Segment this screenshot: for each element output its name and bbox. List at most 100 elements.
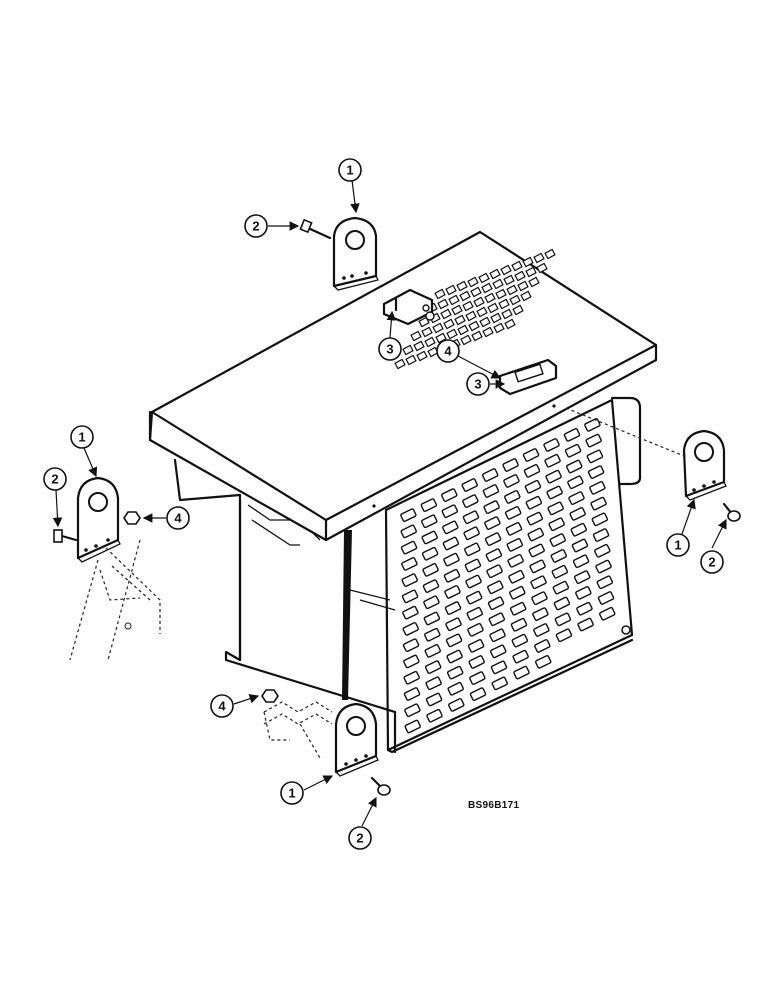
cover-vent-slot	[434, 288, 446, 300]
grille-slot	[401, 557, 418, 571]
grille-slot	[543, 438, 560, 452]
hinge-bracket-right	[682, 429, 727, 501]
callout-2-top: 2	[244, 214, 268, 238]
grille-slot	[489, 628, 506, 643]
grille-slot	[510, 617, 528, 632]
svg-text:2: 2	[252, 219, 259, 234]
grille-slot	[596, 575, 614, 590]
svg-text:4: 4	[444, 344, 452, 359]
cover-vent-slot	[478, 272, 490, 284]
cover-vent-slot	[473, 296, 485, 308]
grille-slot	[531, 591, 548, 606]
callout-2-right: 2	[700, 550, 724, 574]
grille-slot	[533, 623, 550, 637]
grille-slot	[441, 488, 458, 502]
cover-vent-slot	[533, 252, 545, 264]
cover-vent-slot	[525, 266, 537, 278]
grille-slot	[534, 639, 551, 653]
grille-slot	[465, 590, 483, 605]
grille-slot	[469, 671, 486, 685]
grille-slot	[563, 428, 581, 442]
svg-text:3: 3	[386, 342, 393, 357]
cover-vent-slot	[445, 284, 457, 296]
grille-slot	[526, 511, 544, 526]
cover-vent-slot	[522, 256, 534, 268]
grille-slot	[589, 480, 606, 495]
grille-slot	[443, 552, 460, 567]
grille-slot	[567, 475, 584, 490]
grille-slot	[444, 585, 461, 599]
grille-slot	[592, 528, 610, 542]
nut-left	[123, 511, 141, 525]
grille-slot	[587, 465, 605, 479]
grille-slot	[528, 543, 545, 558]
svg-text:1: 1	[78, 430, 85, 445]
cover-vent-slot	[482, 326, 494, 338]
grille-slot	[447, 698, 465, 712]
grille-slot	[461, 478, 478, 492]
cover-vent-slot	[511, 260, 523, 272]
cover-vent-slot	[528, 276, 540, 288]
grille-slot	[402, 638, 420, 653]
cover-vent-slot	[460, 334, 472, 346]
cover-vent-slot	[457, 324, 469, 336]
grille-slot	[599, 606, 616, 621]
cover-vent-slot	[440, 308, 452, 320]
cover-vent-slot	[495, 288, 507, 300]
grille-slot	[483, 500, 500, 514]
grille-slot	[422, 563, 439, 577]
grille-slot	[420, 498, 438, 512]
grille-slot	[529, 559, 546, 574]
grille-slot	[400, 540, 418, 555]
bolt-bottom	[370, 776, 391, 796]
cover-vent-slot	[476, 306, 488, 318]
grille-slot	[524, 479, 542, 494]
cover-vent-slot	[500, 264, 512, 276]
grille-slot	[403, 670, 420, 685]
callout-1-right: 1	[666, 533, 690, 557]
grille-slot	[554, 612, 572, 627]
grille-slot	[422, 579, 440, 593]
cover-vent-slot	[514, 270, 526, 282]
grille-slot	[506, 537, 524, 552]
cover-vent-slot	[489, 268, 501, 280]
cover-vent-slot	[479, 316, 491, 328]
grille-slot	[423, 611, 441, 626]
svg-text:2: 2	[708, 555, 715, 570]
nut-bottom	[261, 689, 279, 703]
grille-slot	[467, 622, 484, 637]
grille-slot	[404, 703, 421, 718]
grille-slot	[442, 536, 460, 551]
grille-slot	[585, 433, 602, 448]
grille-slot	[503, 474, 520, 488]
grille-slot	[509, 585, 526, 600]
right-alignment-line	[565, 407, 685, 457]
grille-slot	[402, 605, 419, 620]
grille-slot	[530, 575, 547, 590]
grille-slot	[424, 660, 442, 674]
grille-slot	[425, 692, 443, 707]
grille-slot	[513, 665, 530, 680]
grille-slot	[400, 524, 417, 539]
cover-vent-slot	[456, 280, 468, 292]
svg-text:1: 1	[346, 163, 353, 178]
grille-slot	[469, 687, 487, 702]
callout-1-left: 1	[70, 425, 94, 449]
cover-vent-slot	[410, 330, 422, 342]
grille-slot	[569, 507, 586, 521]
grille-slot	[487, 596, 505, 611]
grille-slot	[485, 548, 503, 563]
grille-slot	[512, 649, 529, 664]
grille-slot	[424, 644, 441, 658]
svg-text:1: 1	[674, 538, 681, 553]
cover-vent-slot	[418, 316, 430, 328]
grille-slot	[481, 468, 499, 482]
svg-text:2: 2	[51, 472, 58, 487]
grille-slot	[502, 458, 519, 472]
grille-slot	[488, 612, 506, 627]
grille-slot	[584, 418, 601, 432]
grille-slot	[504, 490, 521, 504]
grille-slots	[400, 418, 616, 734]
grille-slot	[421, 546, 439, 561]
grille-slot	[591, 512, 609, 527]
